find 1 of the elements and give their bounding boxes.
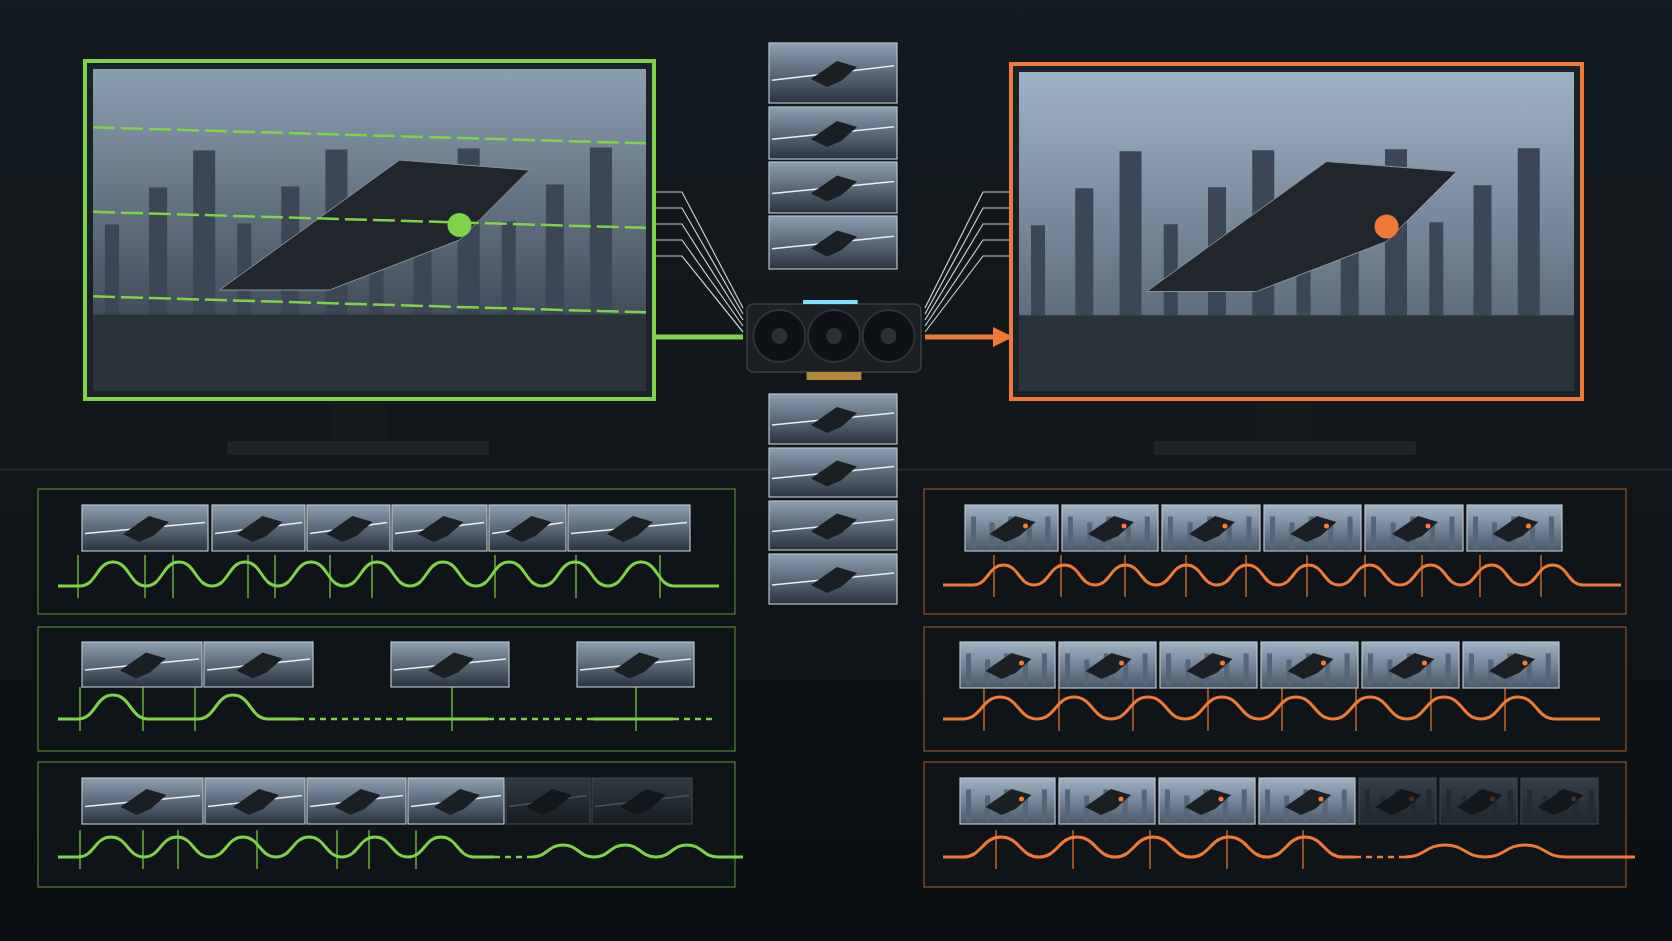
graphics-card-drawing — [743, 300, 925, 380]
